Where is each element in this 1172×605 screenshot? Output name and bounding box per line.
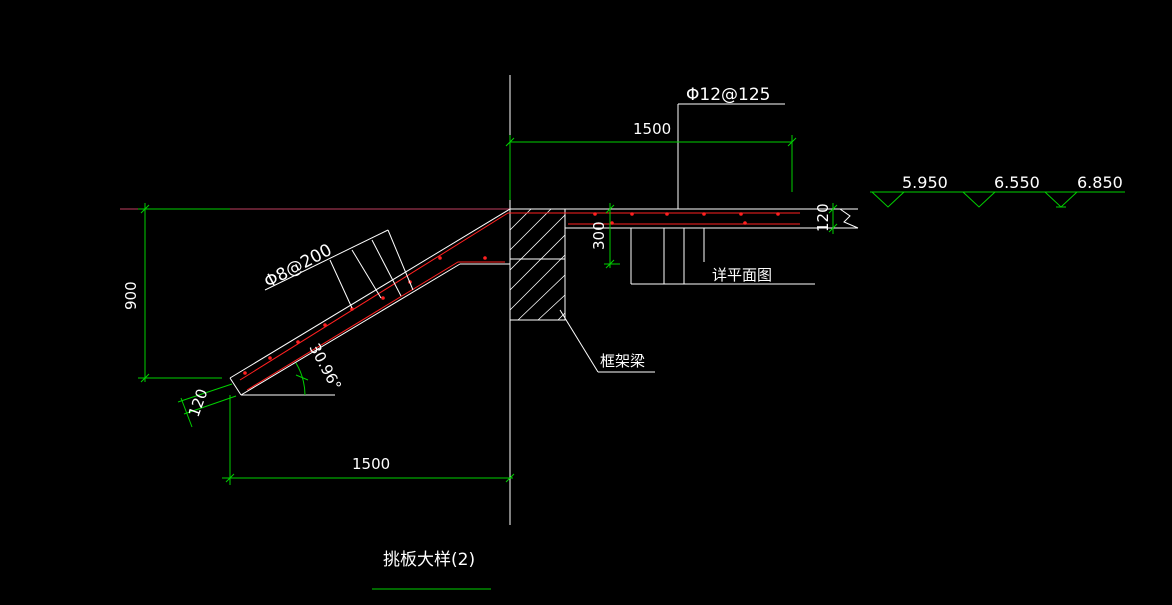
top-rebar-leader	[630, 103, 815, 285]
reference-lines	[120, 75, 511, 525]
top-width-dimension: 1500	[633, 120, 671, 138]
slope-angle-dimension: 30.96°	[305, 340, 345, 393]
bottom-rebar-line	[246, 261, 505, 391]
elevation-label-3: 6.850	[1077, 173, 1123, 192]
slope-top-edge	[229, 208, 511, 379]
structure-outline	[229, 208, 859, 396]
slope-end-edge	[229, 377, 242, 396]
elevation-triangle-2	[962, 191, 996, 208]
top-rebar-label: Φ12@125	[686, 85, 770, 105]
beam-depth-dimension: 300	[590, 221, 608, 250]
slab-thickness-dimension: 120	[814, 203, 832, 232]
elevation-label-1: 5.950	[902, 173, 948, 192]
bottom-width-dimension: 1500	[352, 455, 390, 473]
elevation-label-2: 6.550	[994, 173, 1040, 192]
frame-beam-label: 框架梁	[600, 352, 645, 370]
beam-leader	[559, 309, 655, 373]
rebar-dots	[243, 212, 780, 375]
dimension-lines	[138, 135, 838, 485]
break-line-symbol	[839, 208, 859, 229]
slope-rebar-label: Φ8@200	[261, 240, 335, 292]
plan-reference-note: 详平面图	[712, 266, 772, 284]
elevation-triangle-3	[1044, 191, 1078, 208]
rebar-lines	[239, 212, 800, 391]
drawing-title: 挑板大样(2)	[383, 550, 475, 570]
slope-bottom-edge	[240, 263, 461, 396]
elevation-markers	[870, 191, 1125, 208]
height-dimension: 900	[122, 281, 140, 310]
slope-rebar-leader	[264, 229, 414, 309]
beam-hatch	[509, 208, 566, 321]
slope-thickness-dimension: 120	[185, 386, 212, 419]
elevation-triangle-1	[871, 191, 905, 208]
frame-beam	[509, 208, 566, 321]
